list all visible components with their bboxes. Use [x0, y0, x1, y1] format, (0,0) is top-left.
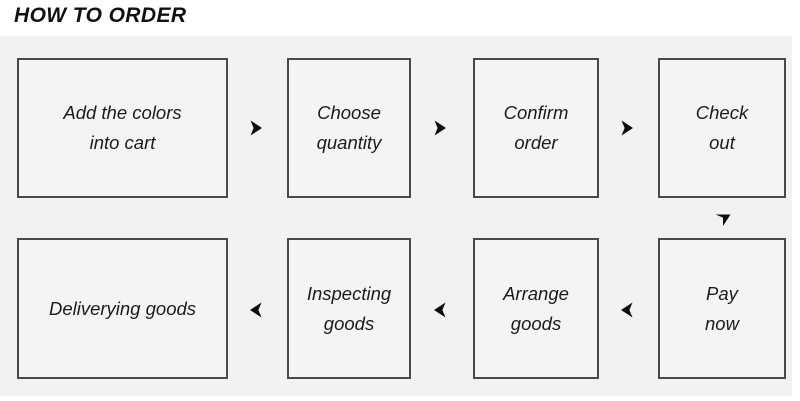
flow-step-label: now	[705, 312, 739, 334]
flow-step-label: out	[709, 132, 735, 153]
flow-step-label: into cart	[89, 132, 156, 153]
flow-step-delivering-goods: Deliverying goods	[17, 238, 228, 379]
flow-step-label: goods	[323, 312, 375, 334]
flow-step-label: Pay	[706, 282, 738, 304]
flow-step-choose-quantity: Choose quantity	[287, 58, 411, 198]
flow-step-confirm-order: Confirm order	[473, 58, 599, 198]
arrow-right-icon	[430, 118, 450, 138]
flow-step-label: order	[514, 132, 558, 153]
arrow-left-icon	[430, 300, 450, 320]
arrow-left-icon	[246, 300, 266, 320]
flow-step-label: Add the colors	[63, 102, 182, 123]
flow-step-arrange-goods: Arrange goods	[473, 238, 599, 379]
flow-step-label: Deliverying goods	[48, 297, 197, 319]
arrow-right-icon	[617, 118, 637, 138]
flow-step-check-out: Check out	[658, 58, 786, 198]
arrow-down-icon	[713, 210, 733, 230]
arrow-right-icon	[246, 118, 266, 138]
flow-step-label: quantity	[316, 132, 382, 153]
flow-step-label: Check	[695, 102, 749, 123]
flow-step-label: Arrange	[503, 282, 569, 304]
how-to-order-flowchart-panel: Add the colors into cart Choose quantity…	[0, 36, 792, 396]
flow-step-label: Choose	[317, 102, 381, 123]
page-title: HOW TO ORDER	[14, 4, 187, 27]
flow-step-label: Inspecting	[306, 282, 392, 304]
arrow-left-icon	[617, 300, 637, 320]
flow-step-pay-now: Pay now	[658, 238, 786, 379]
flow-step-add-colors: Add the colors into cart	[17, 58, 228, 198]
flow-step-inspecting-goods: Inspecting goods	[287, 238, 411, 379]
flow-step-label: Confirm	[503, 102, 569, 123]
flow-step-label: goods	[510, 312, 562, 334]
